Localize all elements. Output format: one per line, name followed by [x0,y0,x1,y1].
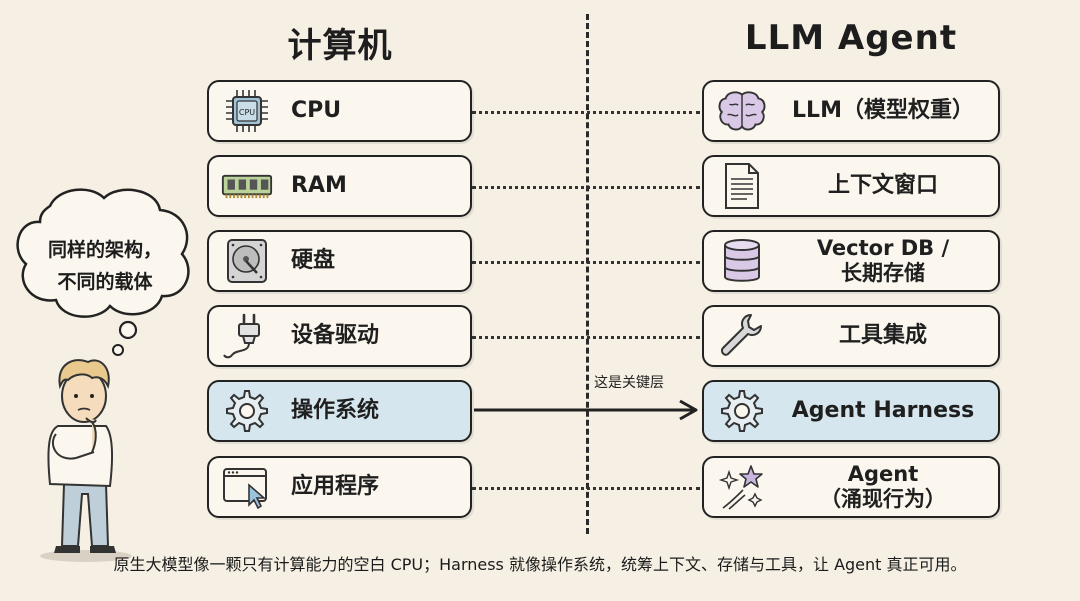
agent-item-label: Vector DB / 长期存储 [786,236,998,286]
agent-item-label-line2: 长期存储 [841,261,925,285]
agent-item-label-line1: Agent [847,461,919,486]
thought-bubble [16,188,190,356]
thought-bubble-text: 同样的架构， 不同的载体 [30,234,180,298]
computer-item-label: 设备驱动 [291,322,380,348]
agent-item-llm: LLM（模型权重） [702,80,1000,142]
agent-item-context-window: 上下文窗口 [702,155,1000,217]
computer-item-label: 硬盘 [291,247,336,273]
cpu-chip-icon: CPU [221,85,273,137]
dotted-connector [472,186,700,189]
agent-item-emergent-agent: Agent （涌现行为） [702,456,1000,518]
computer-item-device-driver: 设备驱动 [207,305,472,367]
computer-item-label: CPU [291,97,342,123]
computer-item-operating-system: 操作系统 [207,380,472,442]
center-divider [586,14,589,534]
wrench-icon [716,310,768,362]
agent-item-label: LLM（模型权重） [792,97,974,123]
gear-icon [716,385,768,437]
key-layer-label: 这是关键层 [594,375,664,391]
sparkles-icon [716,461,768,513]
agent-item-label: 上下文窗口 [827,172,938,198]
computer-item-ram: RAM [207,155,472,217]
svg-text:CPU: CPU [239,108,255,117]
thought-line-2: 不同的载体 [57,271,153,293]
dotted-connector [472,261,700,264]
agent-item-label-line2: （涌现行为） [820,487,946,511]
thinking-person-illustration [40,359,132,562]
llm-agent-column-title: LLM Agent [744,18,958,58]
computer-item-hard-disk: 硬盘 [207,230,472,292]
dotted-connector [472,487,700,490]
diagram-caption: 原生大模型像一颗只有计算能力的空白 CPU；Harness 就像操作系统，统筹上… [113,555,967,574]
dotted-connector [472,336,700,339]
power-plug-icon [221,310,273,362]
computer-column-title: 计算机 [287,26,393,66]
computer-item-applications: 应用程序 [207,456,472,518]
computer-item-label: 应用程序 [291,473,380,499]
dotted-connector [472,111,700,114]
hard-disk-icon [221,235,273,287]
gear-icon [221,385,273,437]
app-window-cursor-icon [221,461,273,513]
agent-item-agent-harness: Agent Harness [702,380,1000,442]
computer-item-cpu: CPU CPU [207,80,472,142]
thought-line-1: 同样的架构， [47,239,162,261]
key-layer-arrow [474,399,698,421]
agent-item-label: Agent （涌现行为） [786,462,998,512]
computer-item-label: RAM [291,172,347,198]
brain-icon [716,85,768,137]
computer-item-label: 操作系统 [291,397,380,423]
database-icon [716,235,768,287]
agent-item-label: Agent Harness [791,397,975,423]
agent-item-vector-db: Vector DB / 长期存储 [702,230,1000,292]
ram-module-icon [221,160,273,212]
agent-item-label: 工具集成 [838,322,927,348]
document-icon [716,160,768,212]
agent-item-tool-integration: 工具集成 [702,305,1000,367]
agent-item-label-line1: Vector DB / [816,235,950,260]
